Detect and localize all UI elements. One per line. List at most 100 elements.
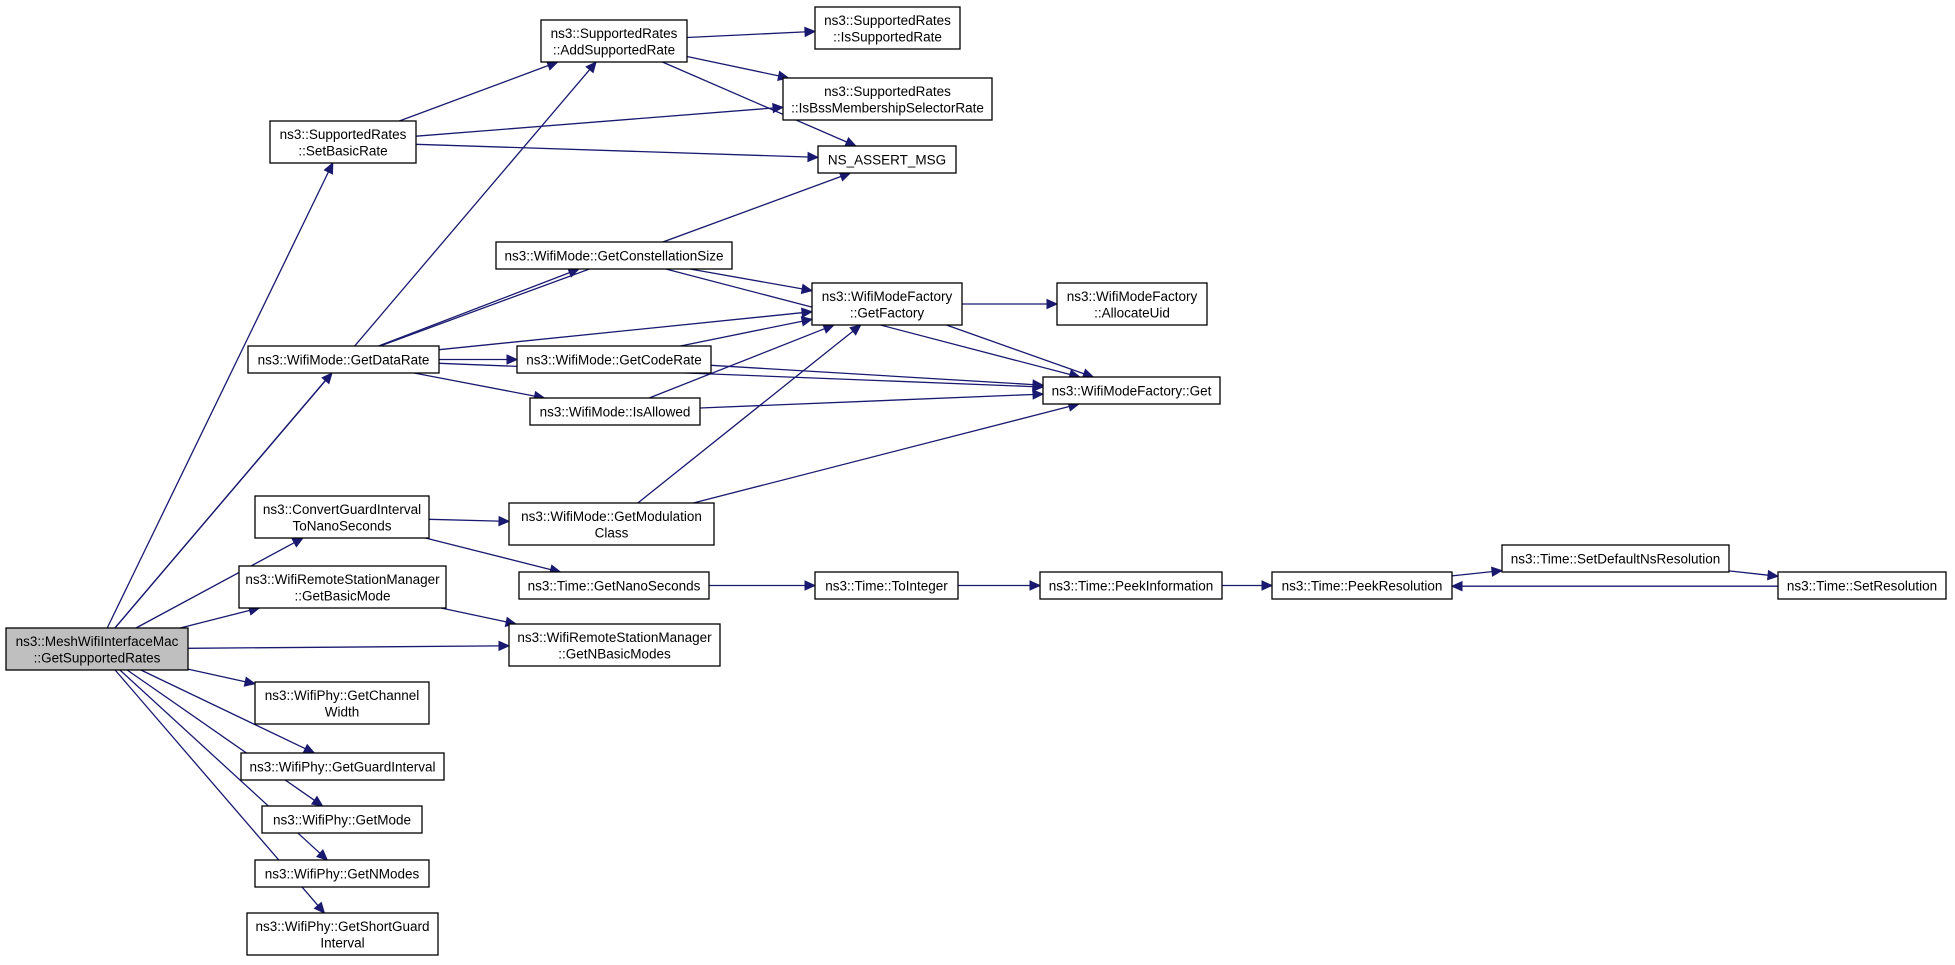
- edge-wm-get-modulation-class-to-wmf-get: [693, 401, 1081, 504]
- arrowhead-icon: [243, 676, 257, 687]
- node-ns-assert-msg[interactable]: NS_ASSERT_MSG: [817, 145, 957, 174]
- node-wmf-get[interactable]: ns3::WifiModeFactory::Get: [1042, 376, 1221, 405]
- node-sr-is-bss-membership[interactable]: ns3::SupportedRates::IsBssMembershipSele…: [782, 77, 993, 121]
- node-label: ns3::WifiPhy::GetShortGuard: [255, 919, 429, 934]
- node-label: ns3::Time::PeekInformation: [1049, 579, 1214, 594]
- node-phy-get-guard-interval[interactable]: ns3::WifiPhy::GetGuardInterval: [240, 752, 445, 781]
- node-wrsm-get-basic-mode[interactable]: ns3::WifiRemoteStationManager::GetBasicM…: [238, 565, 447, 609]
- call-graph-edges: [106, 26, 1780, 914]
- node-label: ns3::WifiMode::IsAllowed: [540, 405, 691, 420]
- node-wm-get-code-rate[interactable]: ns3::WifiMode::GetCodeRate: [516, 345, 712, 374]
- arrowhead-icon: [849, 324, 862, 336]
- node-box: [817, 145, 957, 174]
- edge-mesh-get-supported-rates-to-wm-get-data-rate: [114, 372, 333, 629]
- node-wm-is-allowed[interactable]: ns3::WifiMode::IsAllowed: [529, 397, 701, 426]
- edge-line: [425, 537, 551, 571]
- edge-line: [378, 271, 570, 347]
- edge-sr-add-supported-rate-to-sr-is-supported-rate: [686, 26, 817, 39]
- edge-mesh-get-supported-rates-to-phy-get-channel-width: [187, 668, 257, 687]
- edge-mesh-get-supported-rates-to-sr-set-basic-rate: [106, 161, 334, 629]
- edge-line: [648, 328, 825, 399]
- node-label: ns3::WifiRemoteStationManager: [245, 572, 440, 587]
- edge-line: [135, 542, 295, 629]
- arrowhead-icon: [1767, 569, 1780, 581]
- edge-line: [680, 320, 803, 347]
- node-time-peek-information[interactable]: ns3::Time::PeekInformation: [1039, 571, 1223, 600]
- arrowhead-icon: [313, 901, 326, 914]
- edge-line: [710, 364, 1034, 386]
- node-time-to-integer[interactable]: ns3::Time::ToInteger: [814, 571, 959, 600]
- edge-wm-get-code-rate-to-wmf-get: [710, 364, 1045, 390]
- node-phy-get-mode[interactable]: ns3::WifiPhy::GetMode: [261, 805, 423, 834]
- arrowhead-icon: [1450, 580, 1463, 592]
- edge-line: [686, 55, 779, 77]
- edge-sr-set-basic-rate-to-sr-is-bss-membership: [415, 102, 785, 137]
- node-label: ns3::SupportedRates: [551, 26, 678, 41]
- node-box: [1501, 544, 1730, 573]
- node-mesh-get-supported-rates[interactable]: ns3::MeshWifiInterfaceMac::GetSupportedR…: [5, 627, 189, 671]
- edge-line: [438, 312, 803, 351]
- node-wrsm-get-n-basic-modes[interactable]: ns3::WifiRemoteStationManager::GetNBasic…: [508, 623, 721, 667]
- edge-line: [637, 330, 854, 504]
- edge-line: [187, 668, 246, 683]
- node-box: [529, 397, 701, 426]
- arrowhead-icon: [1029, 580, 1042, 591]
- edge-line: [1451, 570, 1493, 577]
- node-box: [516, 345, 712, 374]
- node-time-get-nano-seconds[interactable]: ns3::Time::GetNanoSeconds: [518, 571, 710, 600]
- node-sr-set-basic-rate[interactable]: ns3::SupportedRates::SetBasicRate: [269, 120, 417, 164]
- edge-line: [415, 143, 809, 158]
- node-box: [247, 345, 440, 374]
- node-label: ns3::WifiPhy::GetGuardInterval: [249, 760, 435, 775]
- node-sr-is-supported-rate[interactable]: ns3::SupportedRates::IsSupportedRate: [814, 6, 961, 50]
- node-label: ns3::WifiMode::GetDataRate: [258, 353, 430, 368]
- arrowhead-icon: [291, 537, 305, 548]
- node-label: ns3::ConvertGuardInterval: [263, 502, 421, 517]
- arrowhead-icon: [1261, 580, 1274, 591]
- node-wm-get-constellation-size[interactable]: ns3::WifiMode::GetConstellationSize: [495, 241, 733, 270]
- edge-line: [440, 607, 507, 623]
- arrowhead-icon: [844, 136, 858, 147]
- arrowhead-icon: [498, 515, 511, 527]
- node-time-set-default-ns-resolution[interactable]: ns3::Time::SetDefaultNsResolution: [1501, 544, 1730, 573]
- node-label: ::GetFactory: [850, 305, 925, 320]
- node-label: ns3::WifiModeFactory::Get: [1052, 384, 1212, 399]
- node-label: ::GetSupportedRates: [34, 650, 161, 665]
- edge-sr-set-basic-rate-to-sr-add-supported-rate: [399, 60, 559, 122]
- arrowhead-icon: [316, 848, 329, 861]
- node-label: ns3::WifiMode::GetConstellationSize: [504, 249, 723, 264]
- node-label: ns3::Time::SetResolution: [1787, 579, 1937, 594]
- node-label: Width: [325, 704, 360, 719]
- node-box: [518, 571, 710, 600]
- edge-line: [1728, 570, 1769, 576]
- node-wmf-get-factory[interactable]: ns3::WifiModeFactory::GetFactory: [811, 282, 963, 326]
- edge-line: [693, 405, 1070, 504]
- node-wmf-allocate-uid[interactable]: ns3::WifiModeFactory::AllocateUid: [1056, 282, 1208, 326]
- node-label: NS_ASSERT_MSG: [828, 153, 946, 168]
- edge-line: [140, 669, 306, 750]
- node-time-peek-resolution[interactable]: ns3::Time::PeekResolution: [1271, 571, 1453, 600]
- node-time-set-resolution[interactable]: ns3::Time::SetResolution: [1777, 571, 1947, 600]
- edge-time-set-default-ns-resolution-to-time-set-resolution: [1728, 569, 1780, 581]
- edge-time-get-nano-seconds-to-time-to-integer: [709, 580, 817, 591]
- arrowhead-icon: [807, 151, 820, 163]
- edge-line: [187, 645, 500, 649]
- edge-line: [413, 372, 535, 397]
- edge-line: [428, 518, 500, 522]
- arrowhead-icon: [804, 26, 817, 38]
- node-sr-add-supported-rate[interactable]: ns3::SupportedRates::AddSupportedRate: [540, 19, 688, 63]
- arrowhead-icon: [801, 307, 814, 319]
- arrowhead-icon: [800, 283, 814, 295]
- arrowhead-icon: [302, 743, 316, 754]
- node-label: ns3::SupportedRates: [824, 13, 951, 28]
- node-wm-get-data-rate[interactable]: ns3::WifiMode::GetDataRate: [247, 345, 440, 374]
- edge-line: [662, 61, 847, 143]
- edge-wm-get-data-rate-to-wm-is-allowed: [413, 372, 546, 402]
- node-phy-get-n-modes[interactable]: ns3::WifiPhy::GetNModes: [254, 859, 430, 888]
- edge-wm-get-data-rate-to-wm-get-code-rate: [439, 354, 519, 365]
